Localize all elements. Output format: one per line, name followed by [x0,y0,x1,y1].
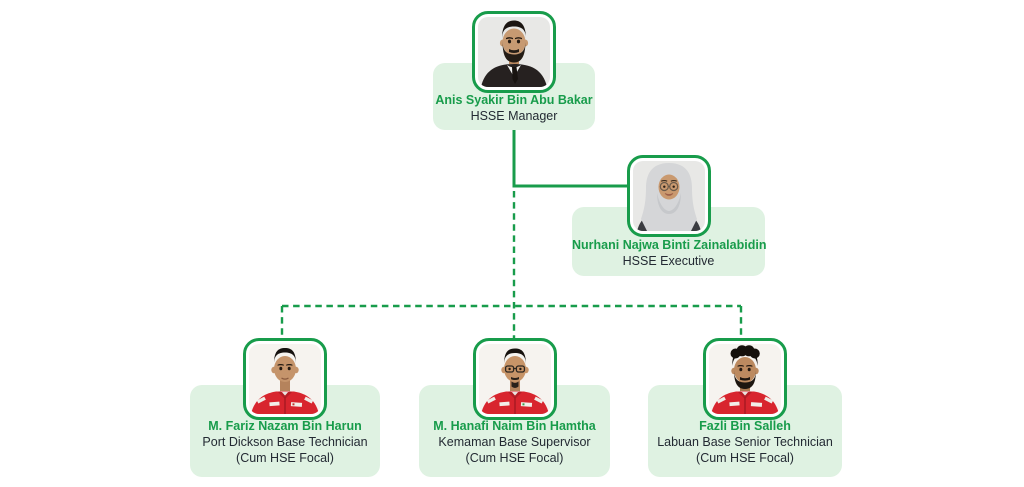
person-name: Anis Syakir Bin Abu Bakar [435,93,593,107]
person-subtitle: (Cum HSE Focal) [236,451,334,465]
org-node-fariz: M. Fariz Nazam Bin Harun Port Dickson Ba… [190,338,380,477]
photo-manager [472,11,556,93]
man-with-curly-hair-red-coverall-avatar [709,344,781,414]
photo-executive [626,155,711,237]
person-role: Kemaman Base Supervisor [438,435,591,449]
person-name: Nurhani Najwa Binti Zainalabidin [572,238,767,252]
photo-fariz [243,338,327,420]
person-role: Port Dickson Base Technician [202,435,368,449]
person-name: Fazli Bin Salleh [699,419,791,433]
org-node-hanafi: M. Hanafi Naim Bin Hamtha Kemaman Base S… [419,338,610,477]
man-in-red-coverall-avatar [249,344,321,414]
person-subtitle: (Cum HSE Focal) [465,451,564,465]
woman-in-hijab-avatar [632,161,705,231]
man-with-glasses-red-coverall-avatar [478,344,551,414]
person-subtitle: (Cum HSE Focal) [696,451,794,465]
man-in-suit-avatar [478,17,550,87]
edge-manager-executive-solid [512,130,629,188]
person-role: Labuan Base Senior Technician [657,435,833,449]
org-node-fazli: Fazli Bin Salleh Labuan Base Senior Tech… [648,338,842,477]
person-name: M. Fariz Nazam Bin Harun [208,419,362,433]
person-role: HSSE Executive [622,254,715,268]
person-role: HSSE Manager [470,109,558,123]
card-fazli: Fazli Bin Salleh Labuan Base Senior Tech… [648,385,842,477]
org-node-manager: Anis Syakir Bin Abu Bakar HSSE Manager [433,11,595,134]
org-node-executive: Nurhani Najwa Binti Zainalabidin HSSE Ex… [572,155,767,276]
person-name: M. Hanafi Naim Bin Hamtha [433,419,596,433]
photo-fazli [703,338,787,420]
photo-hanafi [472,338,557,420]
